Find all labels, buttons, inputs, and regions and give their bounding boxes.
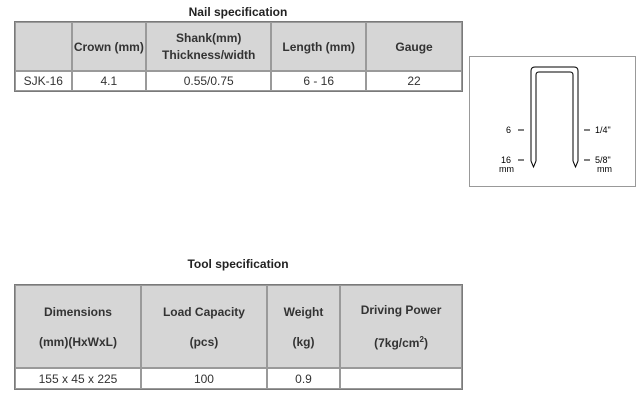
label-right-bottom: 5/8"	[595, 155, 611, 165]
tool-header-weight-line1: Weight	[283, 304, 324, 319]
nail-header-shank-line2: Thickness/width	[162, 47, 256, 62]
tool-cell-weight: 0.9	[266, 368, 341, 389]
tool-header-load-line1: Load Capacity	[162, 304, 245, 319]
tool-header-dimensions-line2: (mm)(HxWxL)	[38, 334, 117, 349]
staple-right-tip	[572, 160, 579, 169]
nail-header-blank	[15, 22, 72, 71]
nail-cell-length: 6 - 16	[271, 71, 367, 91]
label-left-bottom: 16	[501, 155, 511, 165]
nail-header-shank: Shank(mm) Thickness/width	[146, 22, 272, 71]
tool-cell-load: 100	[140, 368, 267, 389]
nail-spec-header-row: Crown (mm) Shank(mm) Thickness/width Len…	[15, 22, 462, 71]
nail-cell-gauge: 22	[366, 71, 462, 91]
tool-spec-header-row: Dimensions (mm)(HxWxL) Load Capacity (pc…	[15, 285, 462, 368]
staple-left-tip	[530, 160, 537, 169]
nail-header-length: Length (mm)	[271, 22, 367, 71]
label-left-unit: mm	[499, 164, 514, 174]
nail-cell-model: SJK-16	[15, 71, 72, 91]
tool-cell-power	[340, 368, 462, 389]
tool-header-load-line2: (pcs)	[189, 334, 219, 349]
nail-header-shank-line1: Shank(mm)	[176, 30, 242, 45]
nail-spec-table: Crown (mm) Shank(mm) Thickness/width Len…	[14, 21, 463, 92]
staple-outer-outline	[530, 66, 579, 161]
staple-drawing: 6 16 mm 1/4" 5/8" mm	[499, 66, 612, 174]
tool-header-power-unit-sup: 2	[419, 335, 424, 344]
nail-header-gauge: Gauge	[366, 22, 462, 71]
nail-cell-crown: 4.1	[71, 71, 147, 91]
tool-header-power-line2: (7kg/cm2)	[341, 325, 461, 358]
nail-spec-row: SJK-16 4.1 0.55/0.75 6 - 16 22	[15, 71, 462, 91]
label-right-top: 1/4"	[595, 125, 611, 135]
nail-cell-shank: 0.55/0.75	[146, 71, 272, 91]
tool-spec-table: Dimensions (mm)(HxWxL) Load Capacity (pc…	[14, 284, 463, 390]
label-right-unit: mm	[597, 164, 612, 174]
tool-header-power: Driving Power (7kg/cm2)	[340, 285, 462, 368]
tool-header-dimensions: Dimensions (mm)(HxWxL)	[15, 285, 141, 368]
tool-header-weight: Weight (kg)	[266, 285, 341, 368]
tool-header-power-unit-pre: (7kg/cm	[374, 336, 420, 350]
nail-header-crown: Crown (mm)	[71, 22, 147, 71]
tool-cell-dimensions: 155 x 45 x 225	[15, 368, 141, 389]
tool-header-power-unit-post: )	[423, 336, 428, 350]
tool-header-weight-line2: (kg)	[292, 334, 315, 349]
tool-header-load: Load Capacity (pcs)	[140, 285, 267, 368]
label-left-top: 6	[506, 125, 511, 135]
nail-spec-caption: Nail specification	[188, 5, 288, 19]
tool-header-power-line1: Driving Power	[360, 303, 442, 317]
staple-inner-outline	[535, 71, 574, 161]
tool-header-dimensions-line1: Dimensions	[43, 304, 112, 319]
tool-spec-row: 155 x 45 x 225 100 0.9	[15, 368, 462, 389]
tool-spec-caption: Tool specification	[187, 257, 289, 271]
staple-diagram: 6 16 mm 1/4" 5/8" mm	[469, 56, 636, 187]
